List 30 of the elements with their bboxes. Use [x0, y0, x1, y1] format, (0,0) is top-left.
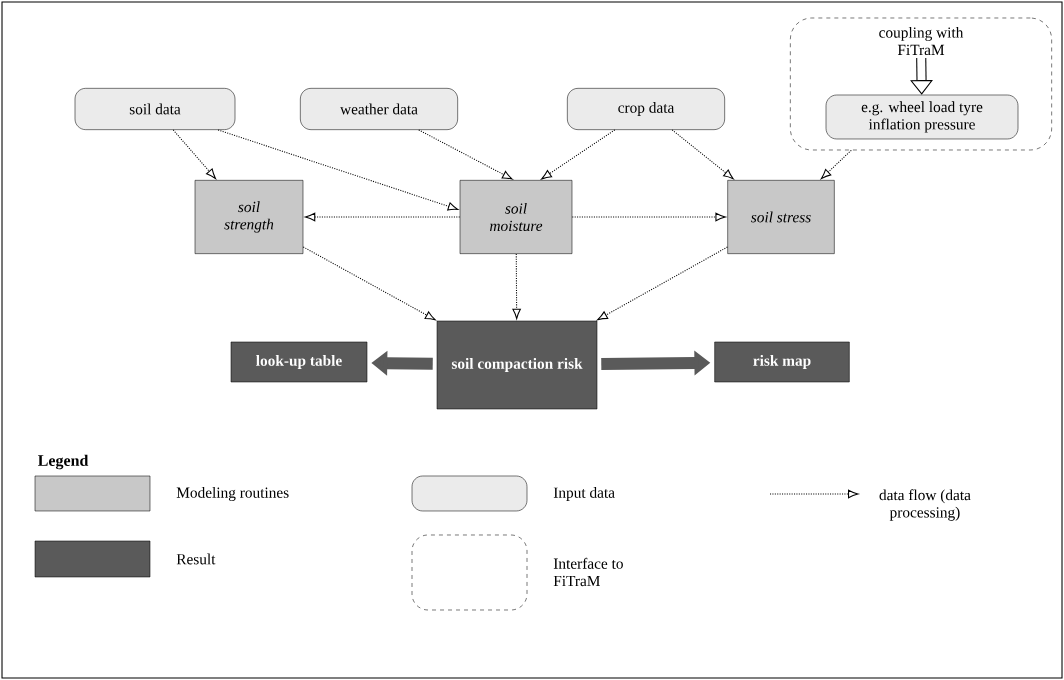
- arrow: [541, 129, 616, 180]
- arrow: [302, 246, 436, 321]
- legend-label: Input data: [553, 487, 615, 501]
- arrow: [571, 212, 726, 222]
- arrow: [304, 212, 461, 222]
- arrow: [418, 129, 513, 180]
- arrow: [172, 129, 216, 179]
- routine-box: soil strength: [194, 180, 304, 254]
- legend-label: data flow (data processing): [879, 489, 971, 521]
- arrow: [217, 129, 459, 211]
- routine-box: soil moisture: [459, 180, 573, 254]
- legend-label: Modeling routines: [176, 487, 289, 501]
- result-box: look-up table: [230, 341, 368, 383]
- result-box: risk map: [714, 341, 850, 383]
- arrow: [671, 129, 734, 180]
- legend-label: Interface to FiTraM: [553, 557, 623, 587]
- input-box: soil data: [74, 88, 236, 130]
- legend-heading: Legend: [38, 454, 89, 470]
- arrow: [820, 149, 852, 180]
- input-box: e.g. wheel load tyre inflation pressure: [825, 94, 1019, 140]
- input-box: crop data: [567, 88, 725, 130]
- legend-label: Result: [176, 553, 216, 565]
- interface-box: [790, 17, 1052, 151]
- arrow: [512, 253, 521, 320]
- routine-box: soil stress: [727, 180, 835, 254]
- block-arrow: [910, 57, 933, 95]
- input-box: weather data: [300, 88, 458, 130]
- arrow: [597, 246, 728, 321]
- result-box: soil compaction risk: [436, 320, 598, 410]
- heading-text: coupling with FiTraM: [879, 26, 964, 56]
